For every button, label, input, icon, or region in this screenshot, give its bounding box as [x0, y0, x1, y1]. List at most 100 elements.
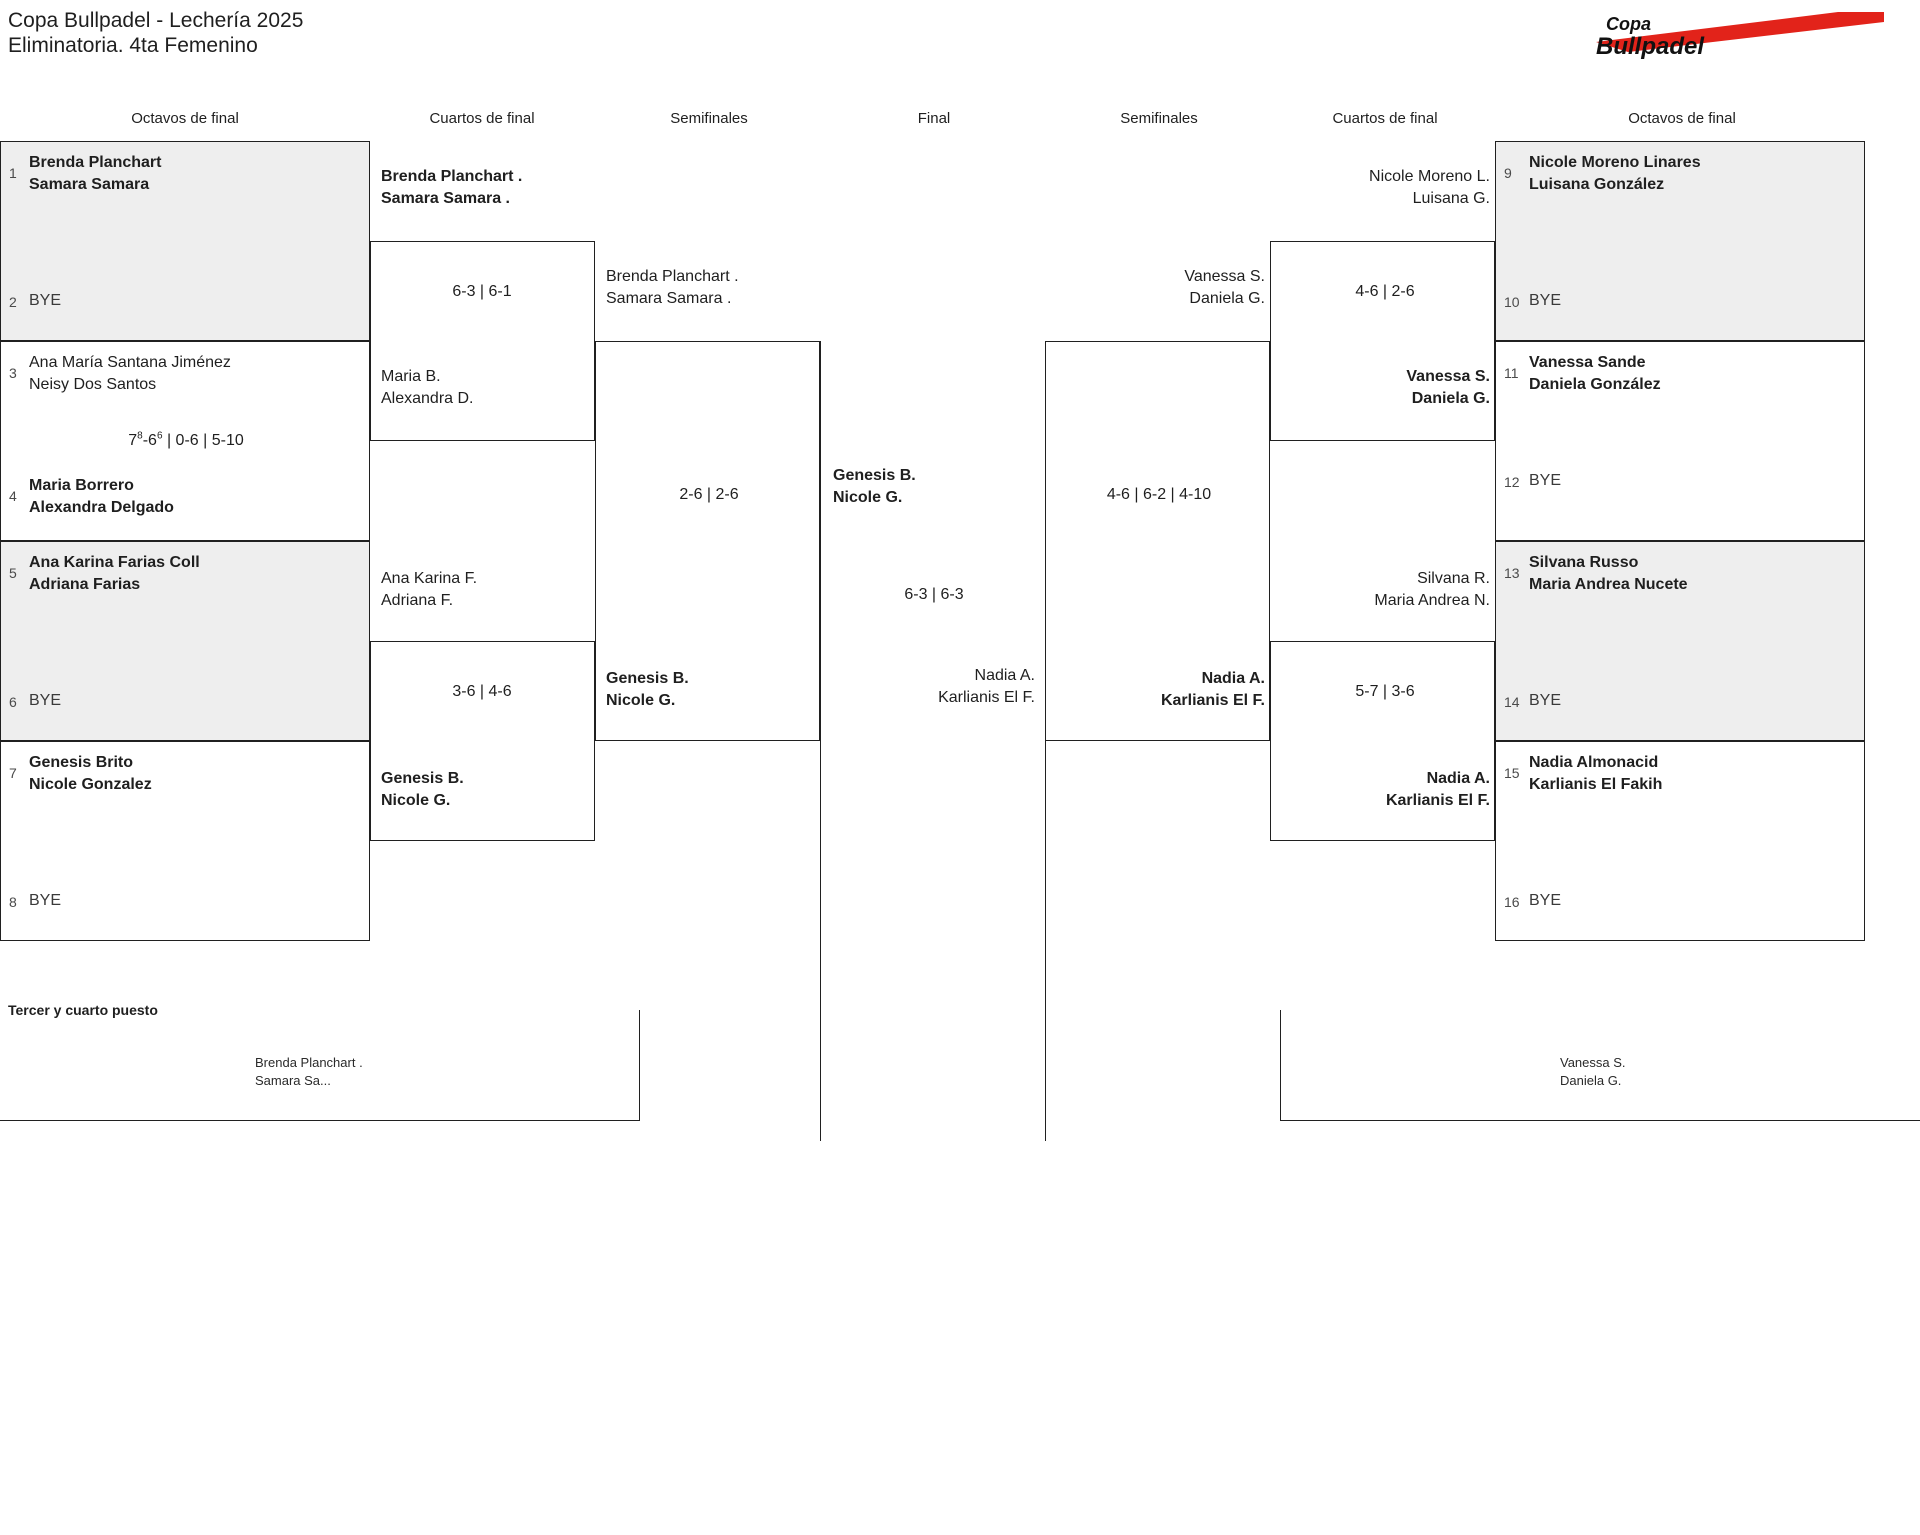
r16-match-4[interactable]: 7 Genesis Brito Nicole Gonzalez 8 BYE — [0, 741, 370, 941]
match-score: 78-66 | 0-6 | 5-10 — [128, 430, 244, 449]
third-left-line-1: Brenda Planchart . — [255, 1055, 363, 1070]
qf-team-left-3[interactable]: Ana Karina F. Adriana F. — [381, 568, 477, 612]
seed-number: 10 — [1504, 294, 1520, 310]
qf-team-right-4[interactable]: Nadia A. Karlianis El F. — [1275, 768, 1490, 812]
team-line-2: Daniela G. — [1189, 290, 1265, 307]
team-line-1: Genesis B. — [606, 670, 689, 687]
team-line-1: Nadia A. — [1426, 770, 1490, 787]
r16-match-7[interactable]: 13 Silvana Russo Maria Andrea Nucete 14 … — [1495, 541, 1865, 741]
svg-text:Bullpadel: Bullpadel — [1596, 33, 1705, 60]
seed-number: 2 — [9, 294, 17, 310]
seed-number: 15 — [1504, 765, 1520, 781]
tournament-category: Eliminatoria. 4ta Femenino — [8, 34, 258, 57]
sf-bracket-right — [1045, 341, 1270, 741]
bye-label: BYE — [1529, 892, 1562, 909]
r16-match-8[interactable]: 15 Nadia Almonacid Karlianis El Fakih 16… — [1495, 741, 1865, 941]
qf-score-left-1: 6-3 | 6-1 — [452, 283, 512, 300]
third-place-right-box: Vanessa S. Daniela G. — [1280, 1010, 1920, 1121]
seed-number: 9 — [1504, 165, 1512, 181]
qf-bracket-right-1 — [1270, 241, 1495, 441]
seed-number: 11 — [1504, 365, 1519, 381]
team-line-2: Karlianis El F. — [938, 689, 1035, 706]
team-line-1: Brenda Planchart . — [606, 268, 739, 285]
r16-match-3[interactable]: 5 Ana Karina Farias Coll Adriana Farias … — [0, 541, 370, 741]
team-line-1: Silvana R. — [1417, 570, 1490, 587]
sf-score-right: 4-6 | 6-2 | 4-10 — [1106, 486, 1212, 503]
seed-number: 1 — [9, 165, 17, 181]
third-left-line-2: Samara Sa... — [255, 1073, 331, 1088]
team-line-2: Daniela G. — [1411, 390, 1490, 407]
team-line-2: Nicole G. — [606, 692, 676, 709]
sf-score-left: 2-6 | 2-6 — [679, 486, 739, 503]
team-line-1: Vanessa S. — [1406, 368, 1490, 385]
team-line-1: Genesis B. — [381, 770, 464, 787]
seed-number: 6 — [9, 694, 17, 710]
copa-bullpadel-logo: Copa Bullpadel — [1588, 8, 1888, 66]
team-line-1: Nadia A. — [1201, 670, 1265, 687]
bye-label: BYE — [1529, 692, 1562, 709]
player-line-1: Brenda Planchart — [29, 154, 162, 171]
seed-number: 7 — [9, 765, 17, 781]
qf-team-right-2[interactable]: Vanessa S. Daniela G. — [1275, 366, 1490, 410]
qf-team-left-4[interactable]: Genesis B. Nicole G. — [381, 768, 464, 812]
seed-number: 4 — [9, 488, 17, 504]
sf-bracket-left — [595, 341, 820, 741]
seed-number: 16 — [1504, 894, 1520, 910]
seed-number: 14 — [1504, 694, 1520, 710]
r16-match-5[interactable]: 9 Nicole Moreno Linares Luisana González… — [1495, 141, 1865, 341]
third-right-line-1: Vanessa S. — [1560, 1055, 1626, 1070]
sf-team-right-2[interactable]: Nadia A. Karlianis El F. — [1050, 668, 1265, 712]
team-line-2: Nicole G. — [833, 489, 903, 506]
player-line-2: Daniela González — [1529, 376, 1661, 393]
round-title-left-sf: Semifinales — [670, 110, 748, 127]
team-line-1: Brenda Planchart . — [381, 168, 523, 185]
seed-number: 3 — [9, 365, 17, 381]
final-champion[interactable]: Genesis B. Nicole G. — [833, 465, 916, 509]
player-line-1: Nadia Almonacid — [1529, 754, 1659, 771]
qf-team-right-1[interactable]: Nicole Moreno L. Luisana G. — [1275, 166, 1490, 210]
qf-bracket-right-2 — [1270, 641, 1495, 841]
qf-team-left-1[interactable]: Brenda Planchart . Samara Samara . — [381, 166, 522, 210]
bye-label: BYE — [29, 292, 62, 309]
r16-match-1[interactable]: 1 Brenda Planchart Samara Samara 2 BYE — [0, 141, 370, 341]
final-runner-up[interactable]: Nadia A. Karlianis El F. — [875, 665, 1035, 709]
qf-team-right-3[interactable]: Silvana R. Maria Andrea N. — [1275, 568, 1490, 612]
round-title-right-qf: Cuartos de final — [1332, 110, 1438, 127]
player-line-1: Vanessa Sande — [1529, 354, 1646, 371]
player-line-1: Genesis Brito — [29, 754, 134, 771]
team-line-1: Nicole Moreno L. — [1369, 168, 1490, 185]
team-line-2: Karlianis El F. — [1385, 792, 1490, 809]
seed-number: 8 — [9, 894, 17, 910]
qf-bracket-left-2 — [370, 641, 595, 841]
player-line-2: Karlianis El Fakih — [1529, 776, 1663, 793]
qf-bracket-left-1 — [370, 241, 595, 441]
third-left-vline — [639, 1010, 640, 1120]
bye-label: BYE — [29, 892, 62, 909]
team-line-1: Nadia A. — [974, 667, 1035, 684]
team-line-2: Luisana G. — [1412, 190, 1490, 207]
r16-match-2[interactable]: 3 Ana María Santana Jiménez Neisy Dos Sa… — [0, 341, 370, 541]
third-right-line-2: Daniela G. — [1560, 1073, 1622, 1088]
team-line-2: Maria Andrea N. — [1374, 592, 1490, 609]
final-divider-left — [820, 341, 821, 1141]
sf-team-left-1[interactable]: Brenda Planchart . Samara Samara . — [606, 266, 739, 310]
sf-team-right-1[interactable]: Vanessa S. Daniela G. — [1050, 266, 1265, 310]
team-line-1: Genesis B. — [833, 467, 916, 484]
qf-team-left-2[interactable]: Maria B. Alexandra D. — [381, 366, 474, 410]
bye-label: BYE — [1529, 472, 1562, 489]
logo-graphic: Copa Bullpadel — [1596, 12, 1884, 60]
round-title-right-r16: Octavos de final — [1628, 110, 1736, 127]
r16-match-6[interactable]: 11 Vanessa Sande Daniela González 12 BYE — [1495, 341, 1865, 541]
player-line-1: Maria Borrero — [29, 477, 134, 494]
seed-number: 12 — [1504, 474, 1520, 490]
player-line-1: Ana Karina Farias Coll — [29, 554, 200, 571]
player-line-2: Adriana Farias — [29, 576, 141, 593]
player-line-1: Silvana Russo — [1529, 554, 1639, 571]
team-line-2: Karlianis El F. — [1160, 692, 1265, 709]
sf-team-left-2[interactable]: Genesis B. Nicole G. — [606, 668, 689, 712]
player-line-2: Samara Samara — [29, 176, 150, 193]
qf-score-right-2: 5-7 | 3-6 — [1355, 683, 1415, 700]
player-line-2: Neisy Dos Santos — [29, 376, 157, 393]
round-title-final: Final — [917, 110, 951, 127]
third-place-label: Tercer y cuarto puesto — [8, 1002, 158, 1018]
